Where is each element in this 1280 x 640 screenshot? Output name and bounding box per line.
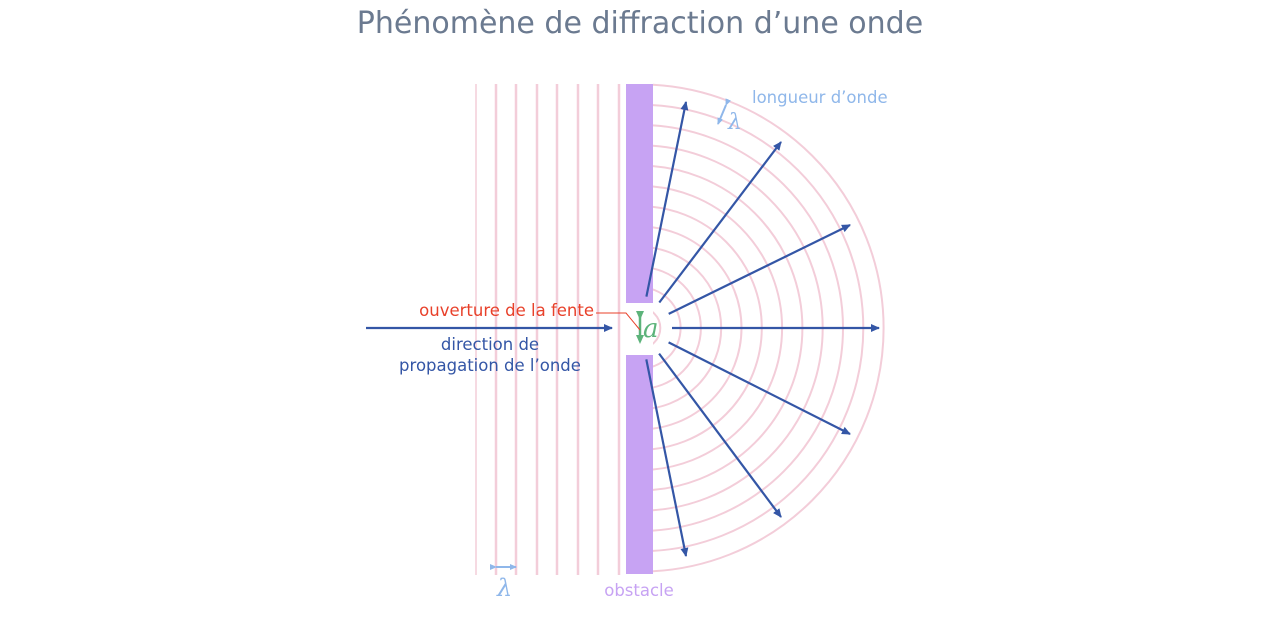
obstacle-upper-wall (626, 84, 653, 303)
incident-plane-wavefronts (475, 84, 621, 575)
diffracted-ray (668, 224, 851, 315)
slit-opening-label: ouverture de la fente (419, 301, 594, 320)
wavelength-label: longueur d’onde (752, 88, 888, 107)
circular-wavefront (653, 311, 662, 345)
diffracted-ray (658, 141, 782, 304)
obstacle-label: obstacle (604, 581, 674, 600)
diffracted-ray (645, 359, 689, 557)
diagram-title: Phénomène de diffraction d’une onde (357, 6, 923, 41)
diffracted-ray (658, 352, 782, 518)
diffracted-ray-arrows (645, 101, 880, 557)
slit-label-leader (596, 312, 641, 331)
lambda-symbol-circular: λ (727, 110, 742, 135)
circular-wavefront (653, 83, 885, 573)
wavelength-marker-circular (717, 98, 732, 125)
lambda-symbol-plane: λ (496, 574, 512, 602)
direction-label-line2: propagation de l’onde (399, 356, 581, 375)
slit-width-symbol: a (643, 314, 659, 344)
diffracted-ray (645, 101, 689, 297)
direction-label-line1: direction de (441, 335, 539, 354)
diffracted-ray (668, 341, 851, 435)
obstacle-lower-wall (626, 355, 653, 574)
